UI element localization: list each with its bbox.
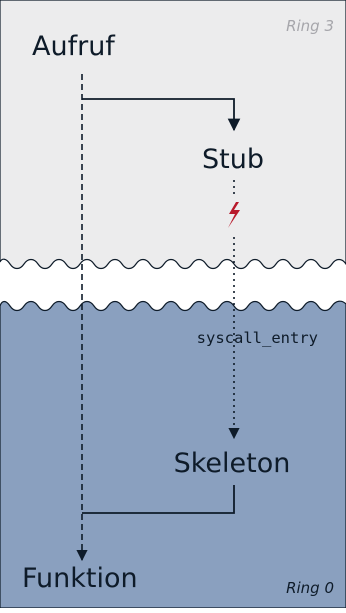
call-to-stub-arrow xyxy=(82,98,241,132)
trap-lightning-icon xyxy=(228,202,240,228)
node-skeleton: Skeleton xyxy=(174,448,291,479)
kernel-space-region xyxy=(0,300,346,609)
ring-0-label: Ring 0 xyxy=(286,579,334,597)
skeleton-to-function-arrow xyxy=(82,485,235,514)
node-aufruf: Aufruf xyxy=(32,31,116,62)
node-syscall-entry: syscall_entry xyxy=(197,329,318,347)
node-stub: Stub xyxy=(202,144,264,175)
ring-3-label: Ring 3 xyxy=(286,17,334,35)
user-space-region xyxy=(0,0,346,270)
node-funktion: Funktion xyxy=(22,563,138,594)
